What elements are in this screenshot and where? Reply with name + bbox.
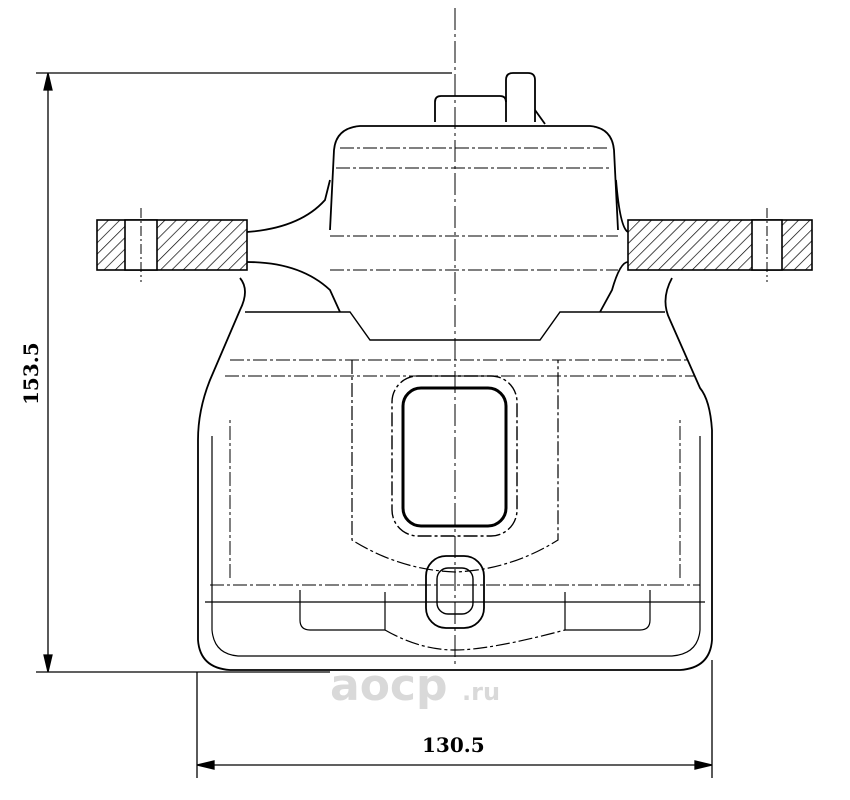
inspection-window <box>401 386 508 528</box>
height-arrow-top <box>43 72 53 91</box>
caliper-body <box>197 72 713 671</box>
watermark: aocp .ru <box>330 660 500 711</box>
height-arrow-bottom <box>43 654 53 673</box>
width-arrow-right <box>694 760 713 770</box>
caliper-outer-body <box>197 277 713 671</box>
bleed-nipple <box>505 72 536 122</box>
height-dimension-label: 153.5 <box>19 342 43 405</box>
bottom-boss <box>425 555 485 629</box>
width-dimension <box>196 660 713 778</box>
height-dimension <box>36 72 452 673</box>
cylinder-housing <box>329 125 619 231</box>
watermark-brand: aocp <box>330 660 448 711</box>
width-arrow-left <box>196 760 215 770</box>
watermark-suffix: .ru <box>462 678 500 706</box>
left-mounting-flange <box>96 208 248 282</box>
width-dimension-label: 130.5 <box>422 733 485 757</box>
right-mounting-flange <box>627 208 813 282</box>
inspection-window-outer <box>391 375 518 537</box>
